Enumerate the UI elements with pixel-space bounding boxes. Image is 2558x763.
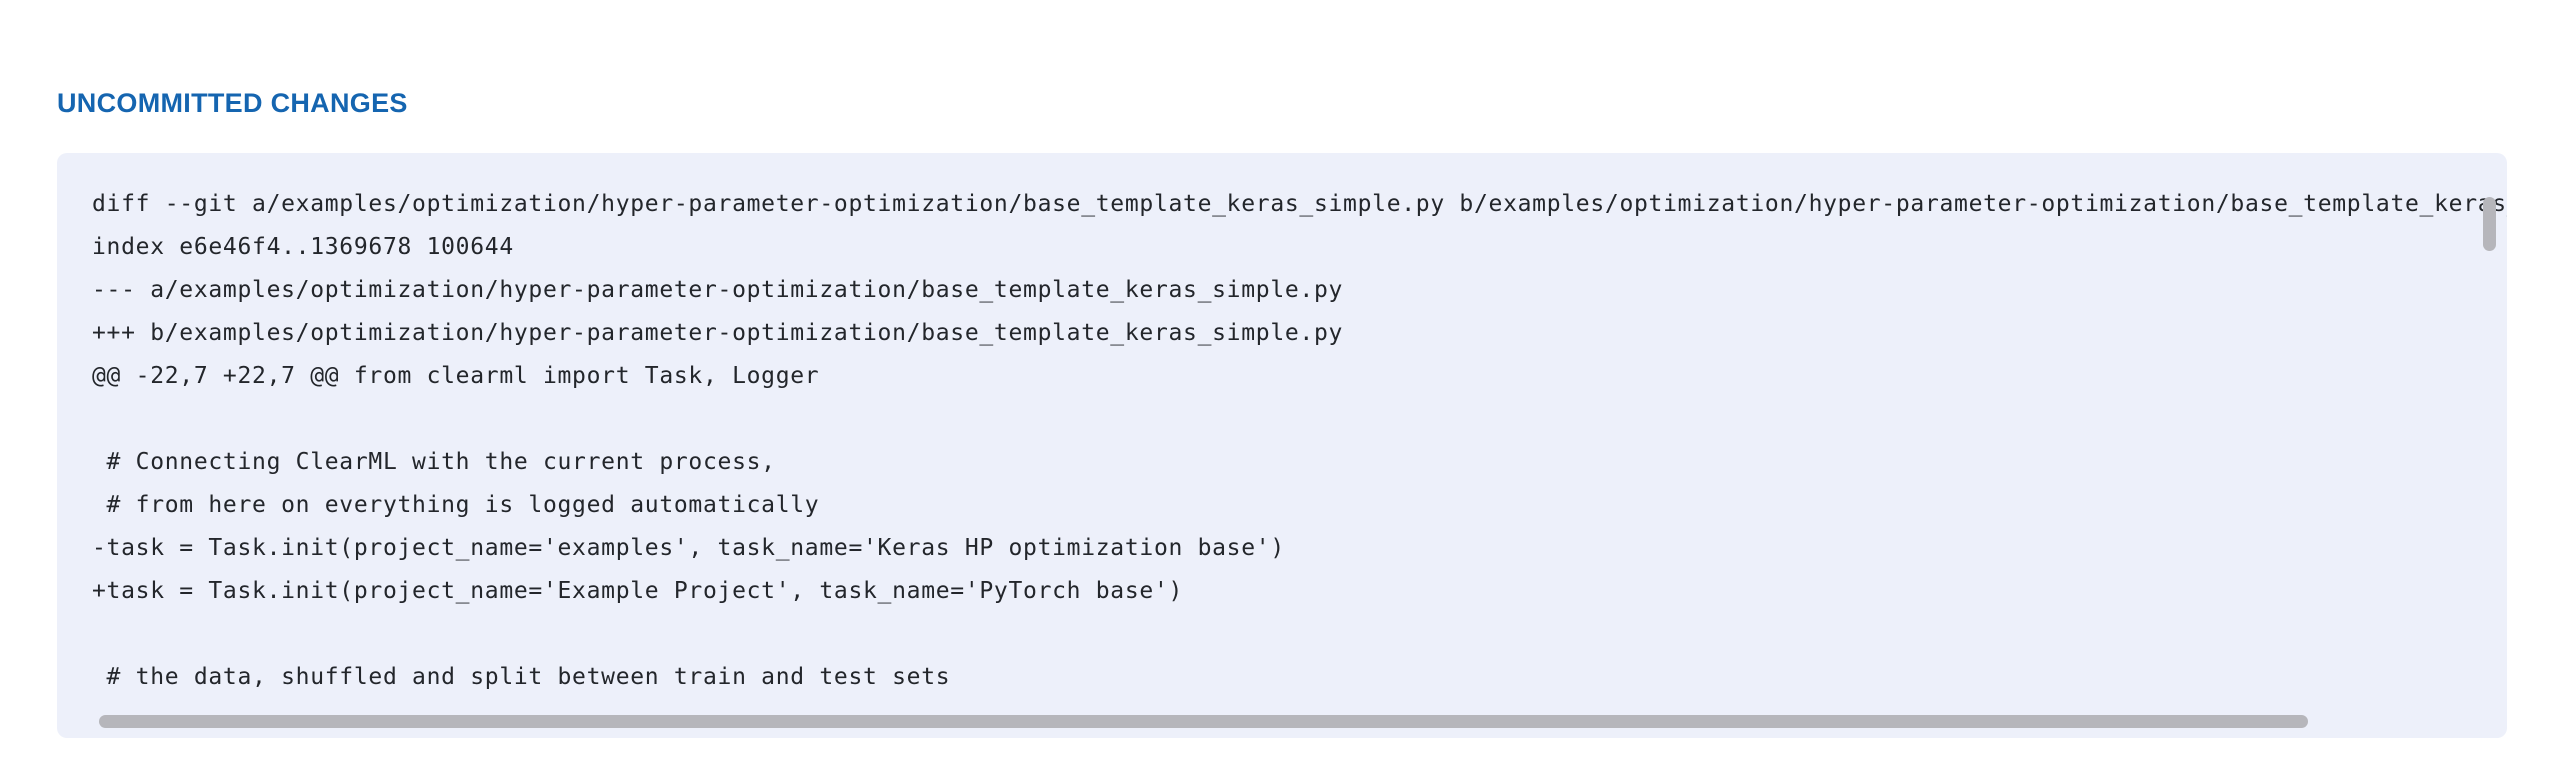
diff-line: # the data, shuffled and split between t…: [92, 664, 951, 690]
diff-line: --- a/examples/optimization/hyper-parame…: [92, 277, 1344, 303]
horizontal-scrollbar-thumb[interactable]: [99, 715, 2308, 728]
diff-line: +++ b/examples/optimization/hyper-parame…: [92, 320, 1344, 346]
diff-line: -task = Task.init(project_name='examples…: [92, 535, 1285, 561]
diff-line: diff --git a/examples/optimization/hyper…: [92, 191, 2507, 217]
diff-line: [92, 398, 2507, 441]
diff-line: +task = Task.init(project_name='Example …: [92, 578, 1184, 604]
diff-line: index e6e46f4..1369678 100644: [92, 234, 514, 260]
vertical-scrollbar-thumb[interactable]: [2483, 197, 2496, 251]
diff-line: @@ -22,7 +22,7 @@ from clearml import Ta…: [92, 363, 820, 389]
diff-line: [92, 613, 2507, 656]
diff-line: # from here on everything is logged auto…: [92, 492, 820, 518]
diff-line: # Connecting ClearML with the current pr…: [92, 449, 776, 475]
diff-content: diff --git a/examples/optimization/hyper…: [92, 183, 2507, 699]
uncommitted-changes-diff-panel[interactable]: diff --git a/examples/optimization/hyper…: [57, 153, 2507, 738]
section-title-uncommitted-changes: UNCOMMITTED CHANGES: [57, 88, 408, 118]
